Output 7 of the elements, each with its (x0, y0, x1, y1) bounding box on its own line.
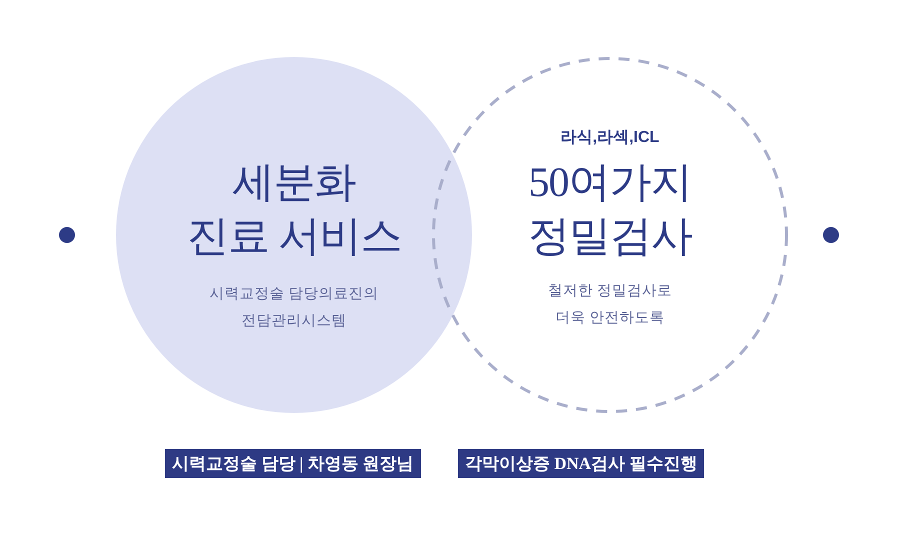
circle-subheading: 라식,라섹,ICL (560, 128, 660, 148)
circle-description: 철저한 정밀검사로 더욱 안전하도록 (546, 282, 674, 328)
circle-description: 시력교정술 담당의료진의 전담관리시스템 (208, 285, 380, 331)
caption-banner: 시력교정술 담당 | 차영동 원장님 (165, 449, 421, 478)
circle-heading: 50여가지 정밀검사 (527, 159, 693, 262)
caption-banner: 각막이상증 DNA검사 필수진행 (458, 449, 704, 478)
circle-heading: 세분화 진료 서비스 (186, 159, 402, 262)
